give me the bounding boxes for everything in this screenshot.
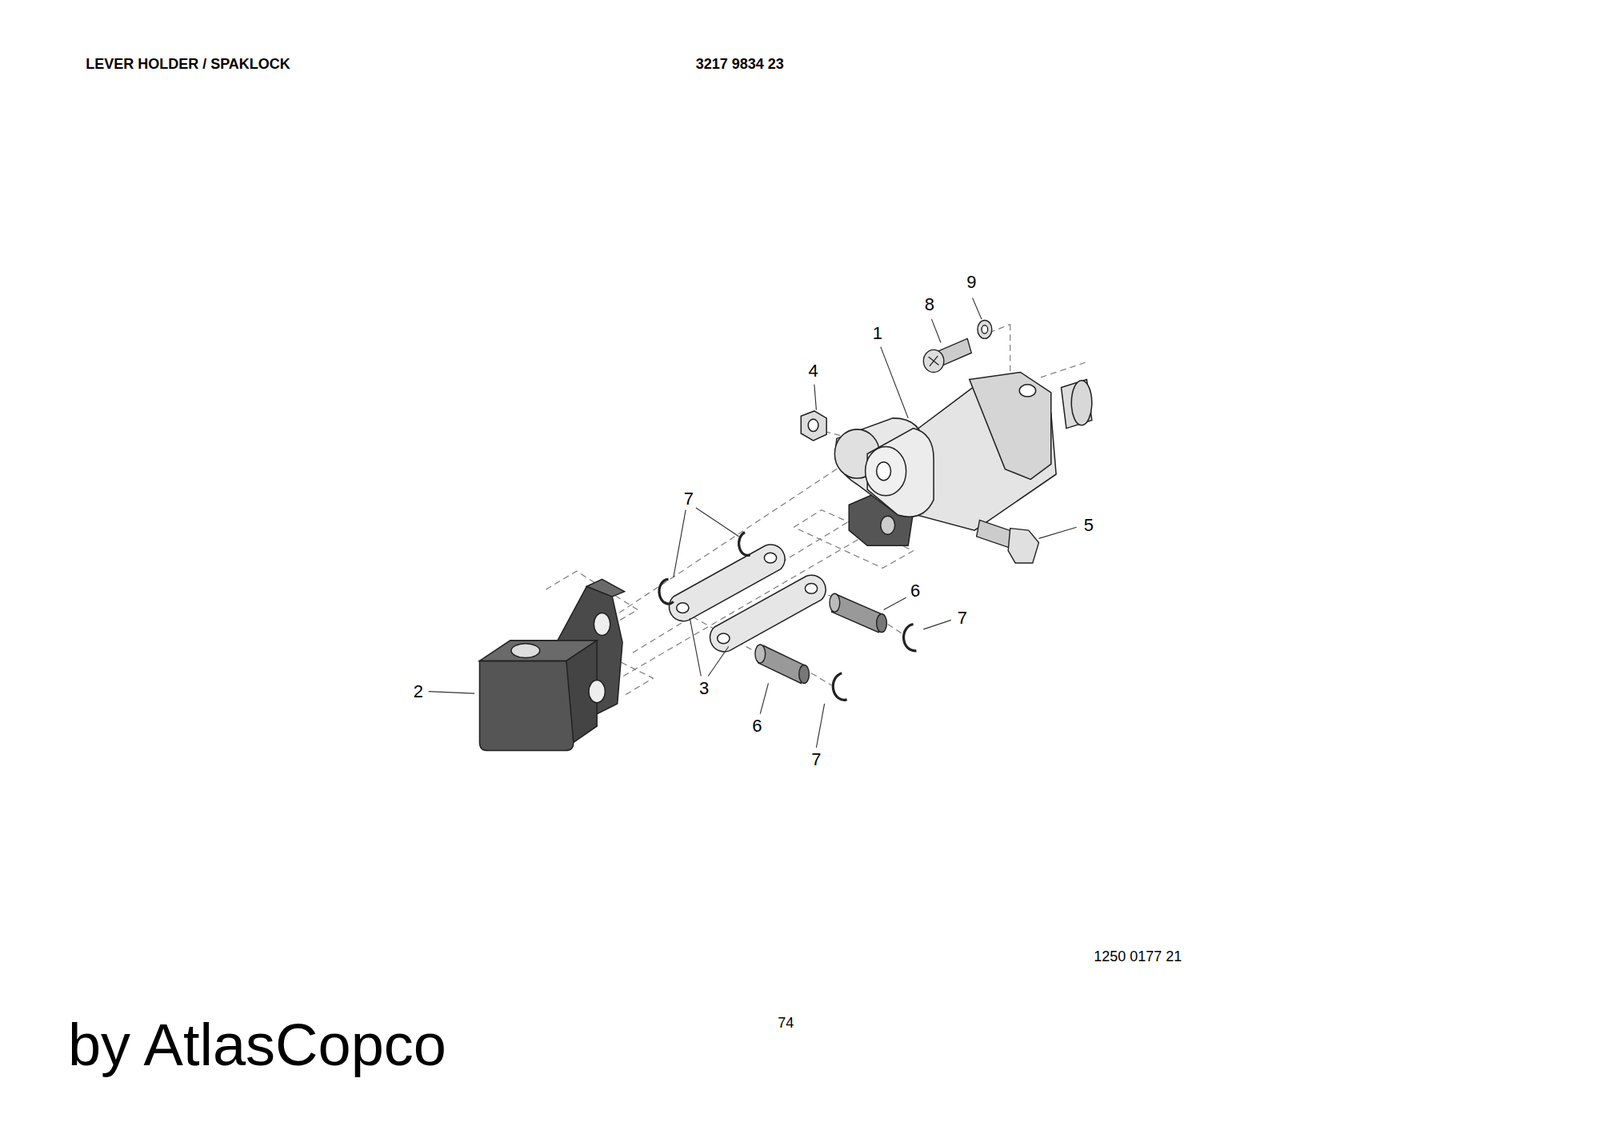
callout-number: 5	[1084, 516, 1094, 535]
callout-number: 6	[752, 717, 762, 736]
callout-number: 7	[957, 609, 968, 628]
pins	[755, 593, 888, 684]
callout-number: 9	[966, 273, 976, 292]
callout-number: 8	[924, 296, 935, 314]
assembly-lines	[545, 324, 1087, 697]
page-number: 74	[777, 1016, 794, 1031]
lever-housing	[834, 372, 1092, 546]
screw-washer	[923, 320, 992, 372]
publisher-mark: by AtlasCopco	[68, 1016, 447, 1076]
callout-number: 1	[872, 324, 883, 343]
drawing-number: 1250 0177 21	[1093, 949, 1182, 964]
e-clips	[659, 532, 916, 701]
lever-holder-block	[479, 579, 624, 751]
callout-number: 6	[910, 582, 920, 600]
nut	[800, 411, 827, 441]
callout-number: 3	[699, 680, 709, 698]
callout-number: 2	[413, 683, 424, 701]
callout-number: 7	[684, 490, 694, 508]
callout-number: 7	[811, 751, 821, 769]
callout-number: 4	[808, 362, 818, 380]
link-plates	[668, 544, 826, 652]
bolt	[976, 520, 1040, 564]
leader-lines	[428, 297, 1077, 748]
part-number: 3217 9834 23	[696, 56, 784, 72]
page-title: LEVER HOLDER / SPAKLOCK	[85, 56, 291, 72]
